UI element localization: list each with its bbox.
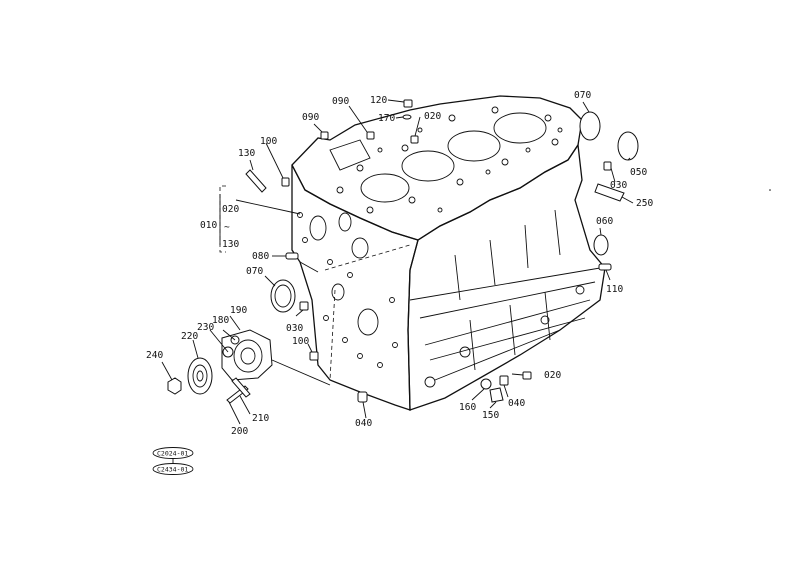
label-090-top: 090 (332, 96, 349, 107)
reference-code-1: C2024-01 (157, 450, 188, 458)
label-120: 120 (370, 95, 387, 106)
label-250: 250 (636, 198, 653, 209)
leader-lines (161, 99, 634, 425)
label-130-group: 130 (222, 239, 239, 250)
label-050: 050 (630, 167, 647, 178)
label-020-top: 020 (424, 111, 441, 122)
reference-code-2: C2434-01 (157, 466, 188, 474)
label-100-lower: 100 (292, 336, 309, 347)
group-bracket (219, 185, 226, 253)
label-150: 150 (482, 410, 499, 421)
label-240: 240 (146, 350, 163, 361)
label-030-lower: 030 (286, 323, 303, 334)
label-020-right: 020 (544, 370, 561, 381)
label-190: 190 (230, 305, 247, 316)
label-060: 060 (596, 216, 613, 227)
label-040-lower: 040 (355, 418, 372, 429)
label-040-right: 040 (508, 398, 525, 409)
label-100-top: 100 (260, 136, 277, 147)
label-110: 110 (606, 284, 623, 295)
label-160: 160 (459, 402, 476, 413)
label-090-left: 090 (302, 112, 319, 123)
label-030-right: 030 (610, 180, 627, 191)
reference-codes: C2024-01 C2434-01 (152, 447, 194, 475)
stray-dot (769, 189, 771, 191)
label-070-top: 070 (574, 90, 591, 101)
label-170: 170 (378, 113, 395, 124)
label-010: 010 (200, 220, 217, 231)
label-130-top: 130 (238, 148, 255, 159)
label-020-group: 020 (222, 204, 239, 215)
part-shapes (167, 99, 639, 404)
cylinder-block (291, 95, 606, 411)
part-number-labels: 120 090 170 020 090 070 100 130 050 030 … (146, 90, 653, 437)
label-230: 230 (197, 322, 214, 333)
label-220: 220 (181, 331, 198, 342)
label-210: 210 (252, 413, 269, 424)
label-070-left: 070 (246, 266, 263, 277)
label-200: 200 (231, 426, 248, 437)
label-180: 180 (212, 315, 229, 326)
range-separator: ~ (224, 222, 230, 233)
label-080: 080 (252, 251, 269, 262)
